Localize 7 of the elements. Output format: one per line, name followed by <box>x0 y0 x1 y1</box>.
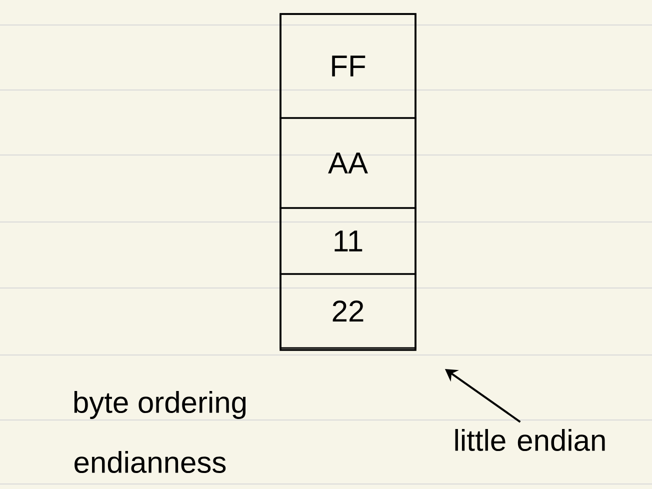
byte-cell: 11 <box>280 207 416 275</box>
handwritten-text: endianness <box>74 451 226 474</box>
byte-cell: AA <box>280 117 416 209</box>
handwritten-text: little endian <box>455 429 605 452</box>
byte-cell: FF <box>280 13 416 119</box>
byte-cell: 22 <box>280 273 416 349</box>
handwritten-text: byte ordering <box>74 391 246 419</box>
